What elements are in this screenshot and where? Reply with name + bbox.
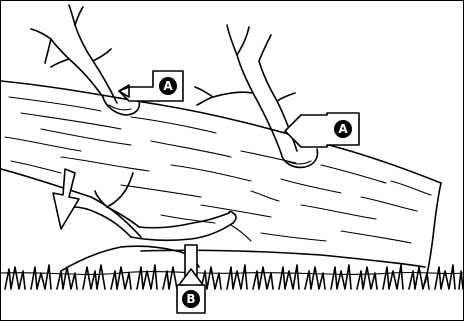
callout-a-top-letter: A: [163, 79, 173, 93]
callout-a-right: A: [285, 113, 359, 147]
grass-ground: [1, 265, 463, 289]
callout-b-bottom-letter: B: [186, 292, 195, 306]
log-top-edge: [1, 81, 441, 183]
callout-a-top: A: [119, 71, 183, 101]
callout-a-right-letter: A: [338, 122, 348, 136]
callout-b-bottom: B: [177, 245, 205, 313]
fall-direction-arrow: [53, 169, 79, 229]
